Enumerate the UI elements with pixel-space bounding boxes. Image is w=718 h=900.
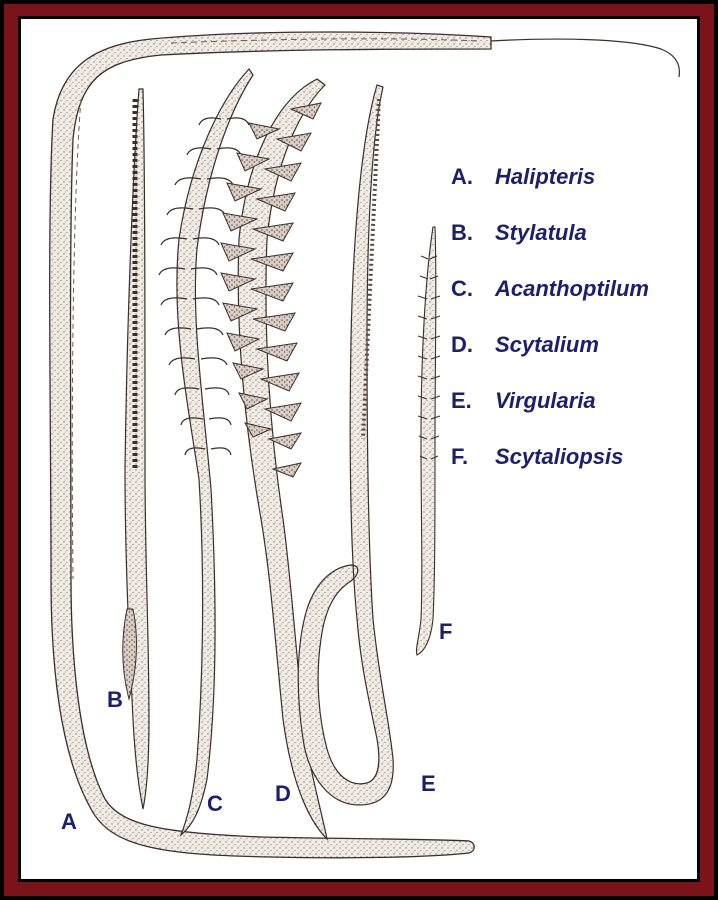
- specimen-c-acanthoptilum: [158, 68, 254, 837]
- specimen-label-d: D: [275, 781, 291, 806]
- specimen-a-halipteris: [49, 31, 681, 859]
- specimen-e-virgularia: [297, 84, 394, 806]
- specimen-label-f: F: [439, 619, 453, 644]
- legend-genus: Stylatula: [495, 220, 587, 245]
- genus-legend: A. Halipteris B. Stylatula C. Acanthoptilum…: [451, 149, 649, 485]
- legend-item-a: A. Halipteris: [451, 149, 649, 205]
- legend-genus: Scytalium: [495, 332, 599, 357]
- specimen-label-c: C: [207, 791, 223, 816]
- inner-border: A. Halipteris B. Stylatula C. Acanthoptilum…: [18, 16, 700, 882]
- legend-item-d: D. Scytalium: [451, 317, 649, 373]
- legend-letter: F.: [451, 444, 469, 469]
- legend-item-b: B. Stylatula: [451, 205, 649, 261]
- legend-genus: Acanthoptilum: [495, 276, 649, 301]
- sea-pen-illustration: [49, 31, 681, 859]
- specimen-b-stylatula: [122, 88, 150, 810]
- legend-letter: D.: [451, 332, 473, 357]
- legend-letter: A.: [451, 164, 473, 189]
- legend-item-f: F. Scytaliopsis: [451, 429, 649, 485]
- legend-item-e: E. Virgularia: [451, 373, 649, 429]
- legend-letter: E.: [451, 388, 472, 413]
- red-border: A. Halipteris B. Stylatula C. Acanthoptilum…: [4, 4, 714, 896]
- specimen-label-e: E: [421, 771, 436, 796]
- legend-genus: Virgularia: [495, 388, 596, 413]
- specimen-label-a: A: [61, 809, 77, 834]
- legend-genus: Halipteris: [495, 164, 596, 189]
- specimen-label-b: B: [107, 687, 123, 712]
- specimen-d-scytalium: [220, 78, 328, 841]
- specimen-f-scytaliopsis: [415, 226, 441, 656]
- legend-item-c: C. Acanthoptilum: [451, 261, 649, 317]
- legend-letter: C.: [451, 276, 473, 301]
- legend-genus: Scytaliopsis: [495, 444, 624, 469]
- illustration-panel: A. Halipteris B. Stylatula C. Acanthoptilum…: [21, 19, 697, 879]
- legend-letter: B.: [451, 220, 473, 245]
